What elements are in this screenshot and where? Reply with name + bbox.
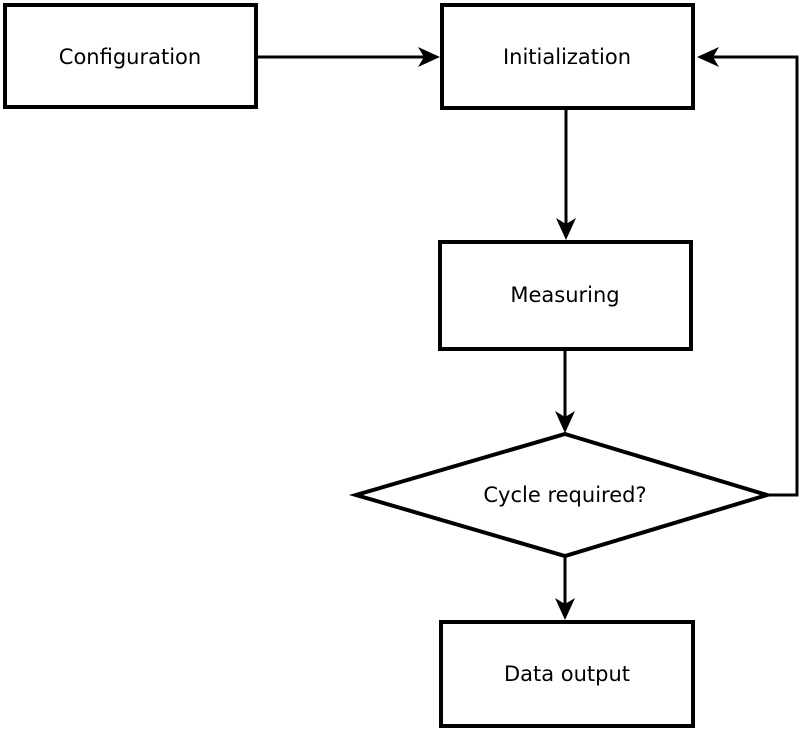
node-measuring: Measuring: [438, 240, 693, 351]
arrowhead-down-data-output: [555, 598, 575, 620]
configuration-box: [3, 3, 258, 109]
arrowhead-right-initialization: [418, 47, 440, 67]
arrowhead-down-measuring: [556, 218, 576, 240]
node-initialization: Initialization: [440, 3, 695, 110]
node-cycle-required: Cycle required?: [348, 431, 774, 559]
edge-cycle-required-to-initialization-loop: [713, 55, 799, 497]
data-output-label: Data output: [504, 662, 630, 686]
initialization-box: [440, 3, 695, 110]
initialization-label: Initialization: [503, 45, 631, 69]
measuring-label: Measuring: [510, 283, 619, 307]
arrowhead-down-cycle-required: [555, 411, 575, 433]
node-data-output: Data output: [439, 620, 695, 728]
configuration-label: Configuration: [59, 45, 201, 69]
node-configuration: Configuration: [3, 3, 258, 109]
measuring-box: [438, 240, 693, 351]
arrowhead-left-initialization: [697, 47, 719, 67]
data-output-box: [439, 620, 695, 728]
cycle-required-label: Cycle required?: [483, 483, 646, 507]
cycle-required-diamond: [348, 431, 774, 559]
